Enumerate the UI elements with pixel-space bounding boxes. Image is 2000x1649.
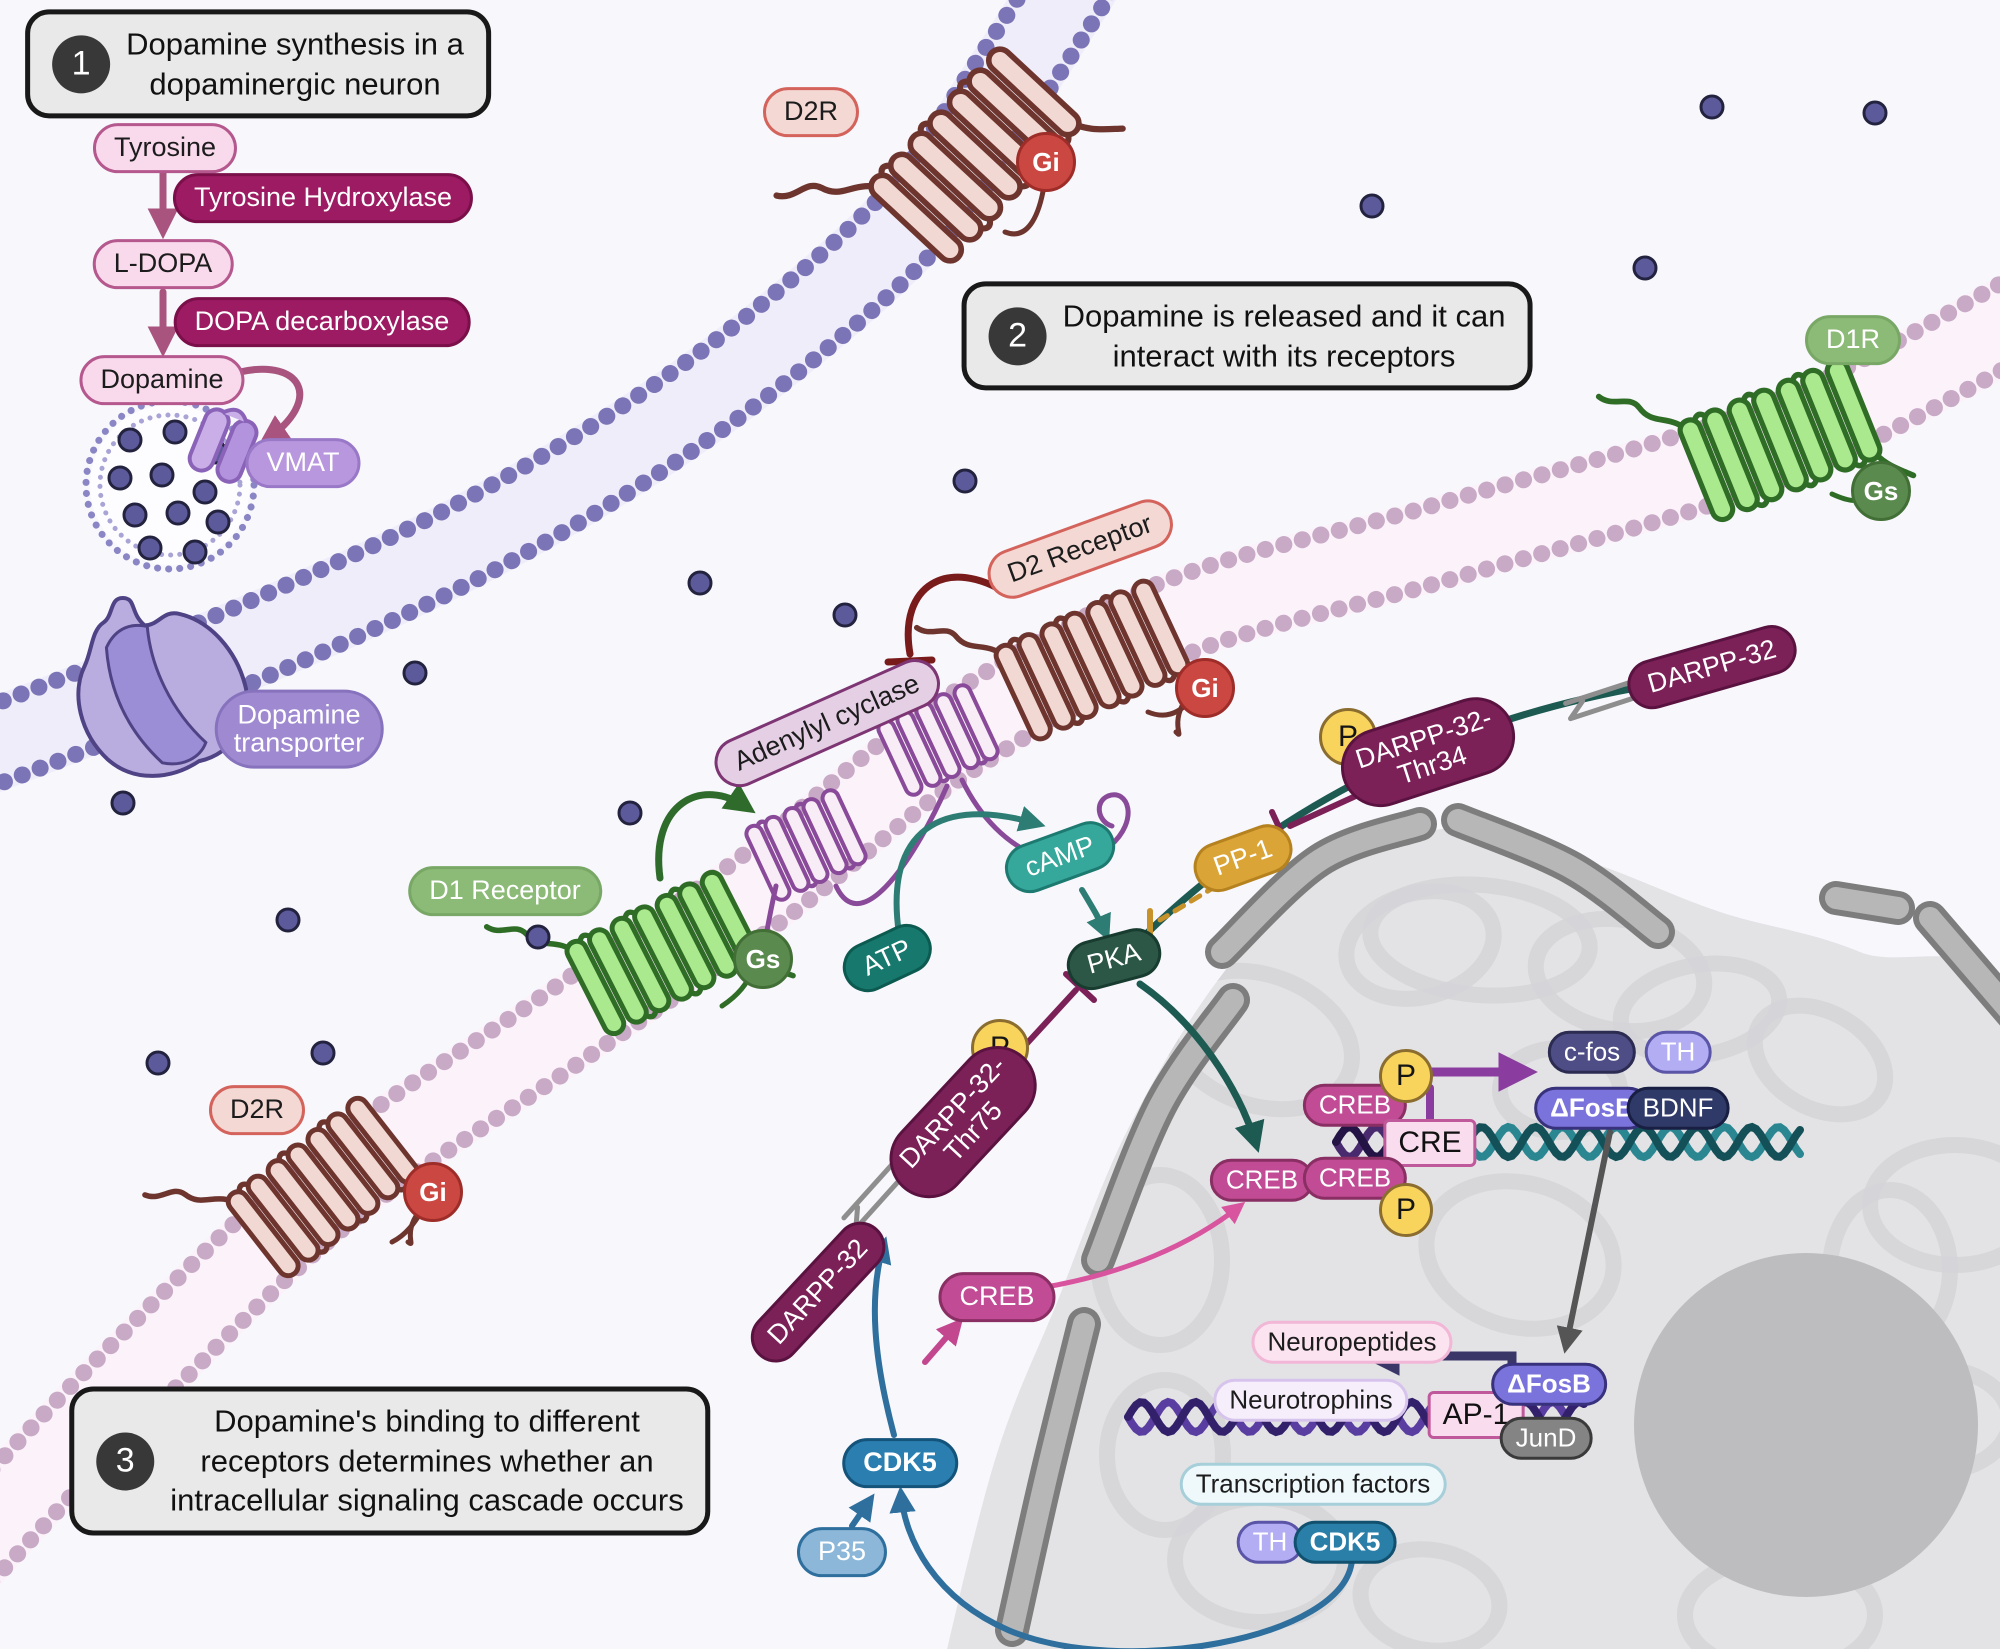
cre-element: CRE (1383, 1119, 1477, 1167)
tyrosine-hydroxylase-label: Tyrosine Hydroxylase (172, 173, 474, 223)
dopa-decarboxylase-label: DOPA decarboxylase (173, 297, 471, 347)
delta-fosb-ap1-label: ΔFosB (1491, 1362, 1607, 1406)
step-text: Dopamine is released and it can interact… (1063, 296, 1506, 375)
step-box-3: 3 Dopamine's binding to different recept… (69, 1386, 711, 1536)
d1-receptor-mid (483, 869, 796, 1037)
dopamine-dot (1862, 100, 1888, 126)
dopamine-dot (310, 1040, 336, 1066)
gi-protein-bottom: Gi (403, 1162, 463, 1222)
gi-protein-mid: Gi (1175, 658, 1235, 718)
th-gene-top-label: TH (1644, 1030, 1712, 1074)
transcription-factors-label: Transcription factors (1179, 1462, 1447, 1506)
vmat-label: VMAT (245, 438, 361, 488)
dopamine-transporter-line1: Dopamine (237, 699, 361, 730)
step2-line1: Dopamine is released and it can (1062, 298, 1506, 334)
creb-nucleus-left: CREB (1209, 1158, 1315, 1202)
nuclear-envelope (995, 803, 2000, 1647)
dopamine-dot (145, 1050, 171, 1076)
dopamine-dot (402, 660, 428, 686)
dopamine-dot (952, 468, 978, 494)
bdnf-label: BDNF (1626, 1086, 1730, 1130)
d2-receptor-bottom (142, 1095, 458, 1279)
cdk5-cytoplasm-label: CDK5 (842, 1438, 958, 1488)
step-number: 3 (96, 1431, 155, 1490)
d2-receptor-top (773, 46, 1126, 264)
gs-protein-top: Gs (1851, 461, 1911, 521)
step-number: 1 (52, 35, 111, 93)
phosphate-creb-top: P (1379, 1049, 1433, 1103)
dopamine-dot (1359, 193, 1385, 219)
step-box-1: 1 Dopamine synthesis in a dopaminergic n… (25, 9, 491, 119)
gi-protein-top: Gi (1016, 132, 1076, 192)
dopamine-dot (1632, 255, 1658, 281)
step1-line2: dopaminergic neuron (149, 66, 441, 101)
step-box-2: 2 Dopamine is released and it can intera… (961, 281, 1533, 391)
dopamine-dot (110, 790, 136, 816)
vmat-protein (187, 407, 259, 484)
dopamine-dot (275, 907, 301, 933)
p35-label: P35 (796, 1527, 888, 1577)
neurotrophins-label: Neurotrophins (1213, 1378, 1409, 1422)
jund-label: JunD (1499, 1416, 1593, 1460)
dopamine-dot (687, 570, 713, 596)
d2-receptor-mid (913, 578, 1224, 742)
tyrosine-label: Tyrosine (92, 123, 238, 173)
l-dopa-label: L-DOPA (92, 239, 234, 289)
step-text: Dopamine synthesis in a dopaminergic neu… (126, 24, 464, 103)
gs-protein-mid: Gs (733, 929, 793, 989)
d1-receptor-top (1595, 357, 1917, 523)
cdk5-nucleus-label: CDK5 (1293, 1520, 1397, 1564)
adenylyl-cyclase-cluster-right (876, 683, 1000, 797)
dopamine-dot (832, 602, 858, 628)
creb-cytoplasm-label: CREB (938, 1272, 1056, 1322)
dopamine-dot (525, 924, 551, 950)
step3-line2: receptors determines whether an (200, 1443, 654, 1479)
step3-line3: intracellular signaling cascade occurs (170, 1482, 684, 1518)
d1-receptor-label: D1 Receptor (408, 866, 602, 916)
neuropeptides-label: Neuropeptides (1251, 1320, 1453, 1364)
d1r-top-label: D1R (1804, 315, 1902, 365)
dopamine-transporter-protein (76, 595, 250, 778)
c-fos-label: c-fos (1547, 1030, 1637, 1074)
dopamine-transporter-line2: transporter (233, 728, 365, 758)
step3-line1: Dopamine's binding to different (214, 1403, 640, 1439)
postsynaptic-membrane (0, 274, 2000, 1585)
dopamine-dot (617, 800, 643, 826)
d2r-top-label: D2R (762, 87, 860, 137)
dopamine-dot (1699, 94, 1725, 120)
phosphate-creb-bottom: P (1379, 1183, 1433, 1237)
nucleolus (1634, 1253, 1978, 1597)
d2r-bottom-label: D2R (208, 1085, 306, 1135)
dopamine-molecules (110, 94, 1888, 1076)
step2-line2: interact with its receptors (1112, 338, 1456, 373)
adenylyl-cyclase-cluster-left (744, 788, 868, 902)
dopamine-transporter-label: Dopamine transporter (214, 689, 384, 769)
step-text: Dopamine's binding to different receptor… (170, 1401, 683, 1520)
th-gene-bottom-label: TH (1236, 1520, 1304, 1564)
step-number: 2 (988, 307, 1047, 365)
step1-line1: Dopamine synthesis in a (126, 26, 464, 62)
dopamine-label: Dopamine (79, 355, 245, 405)
